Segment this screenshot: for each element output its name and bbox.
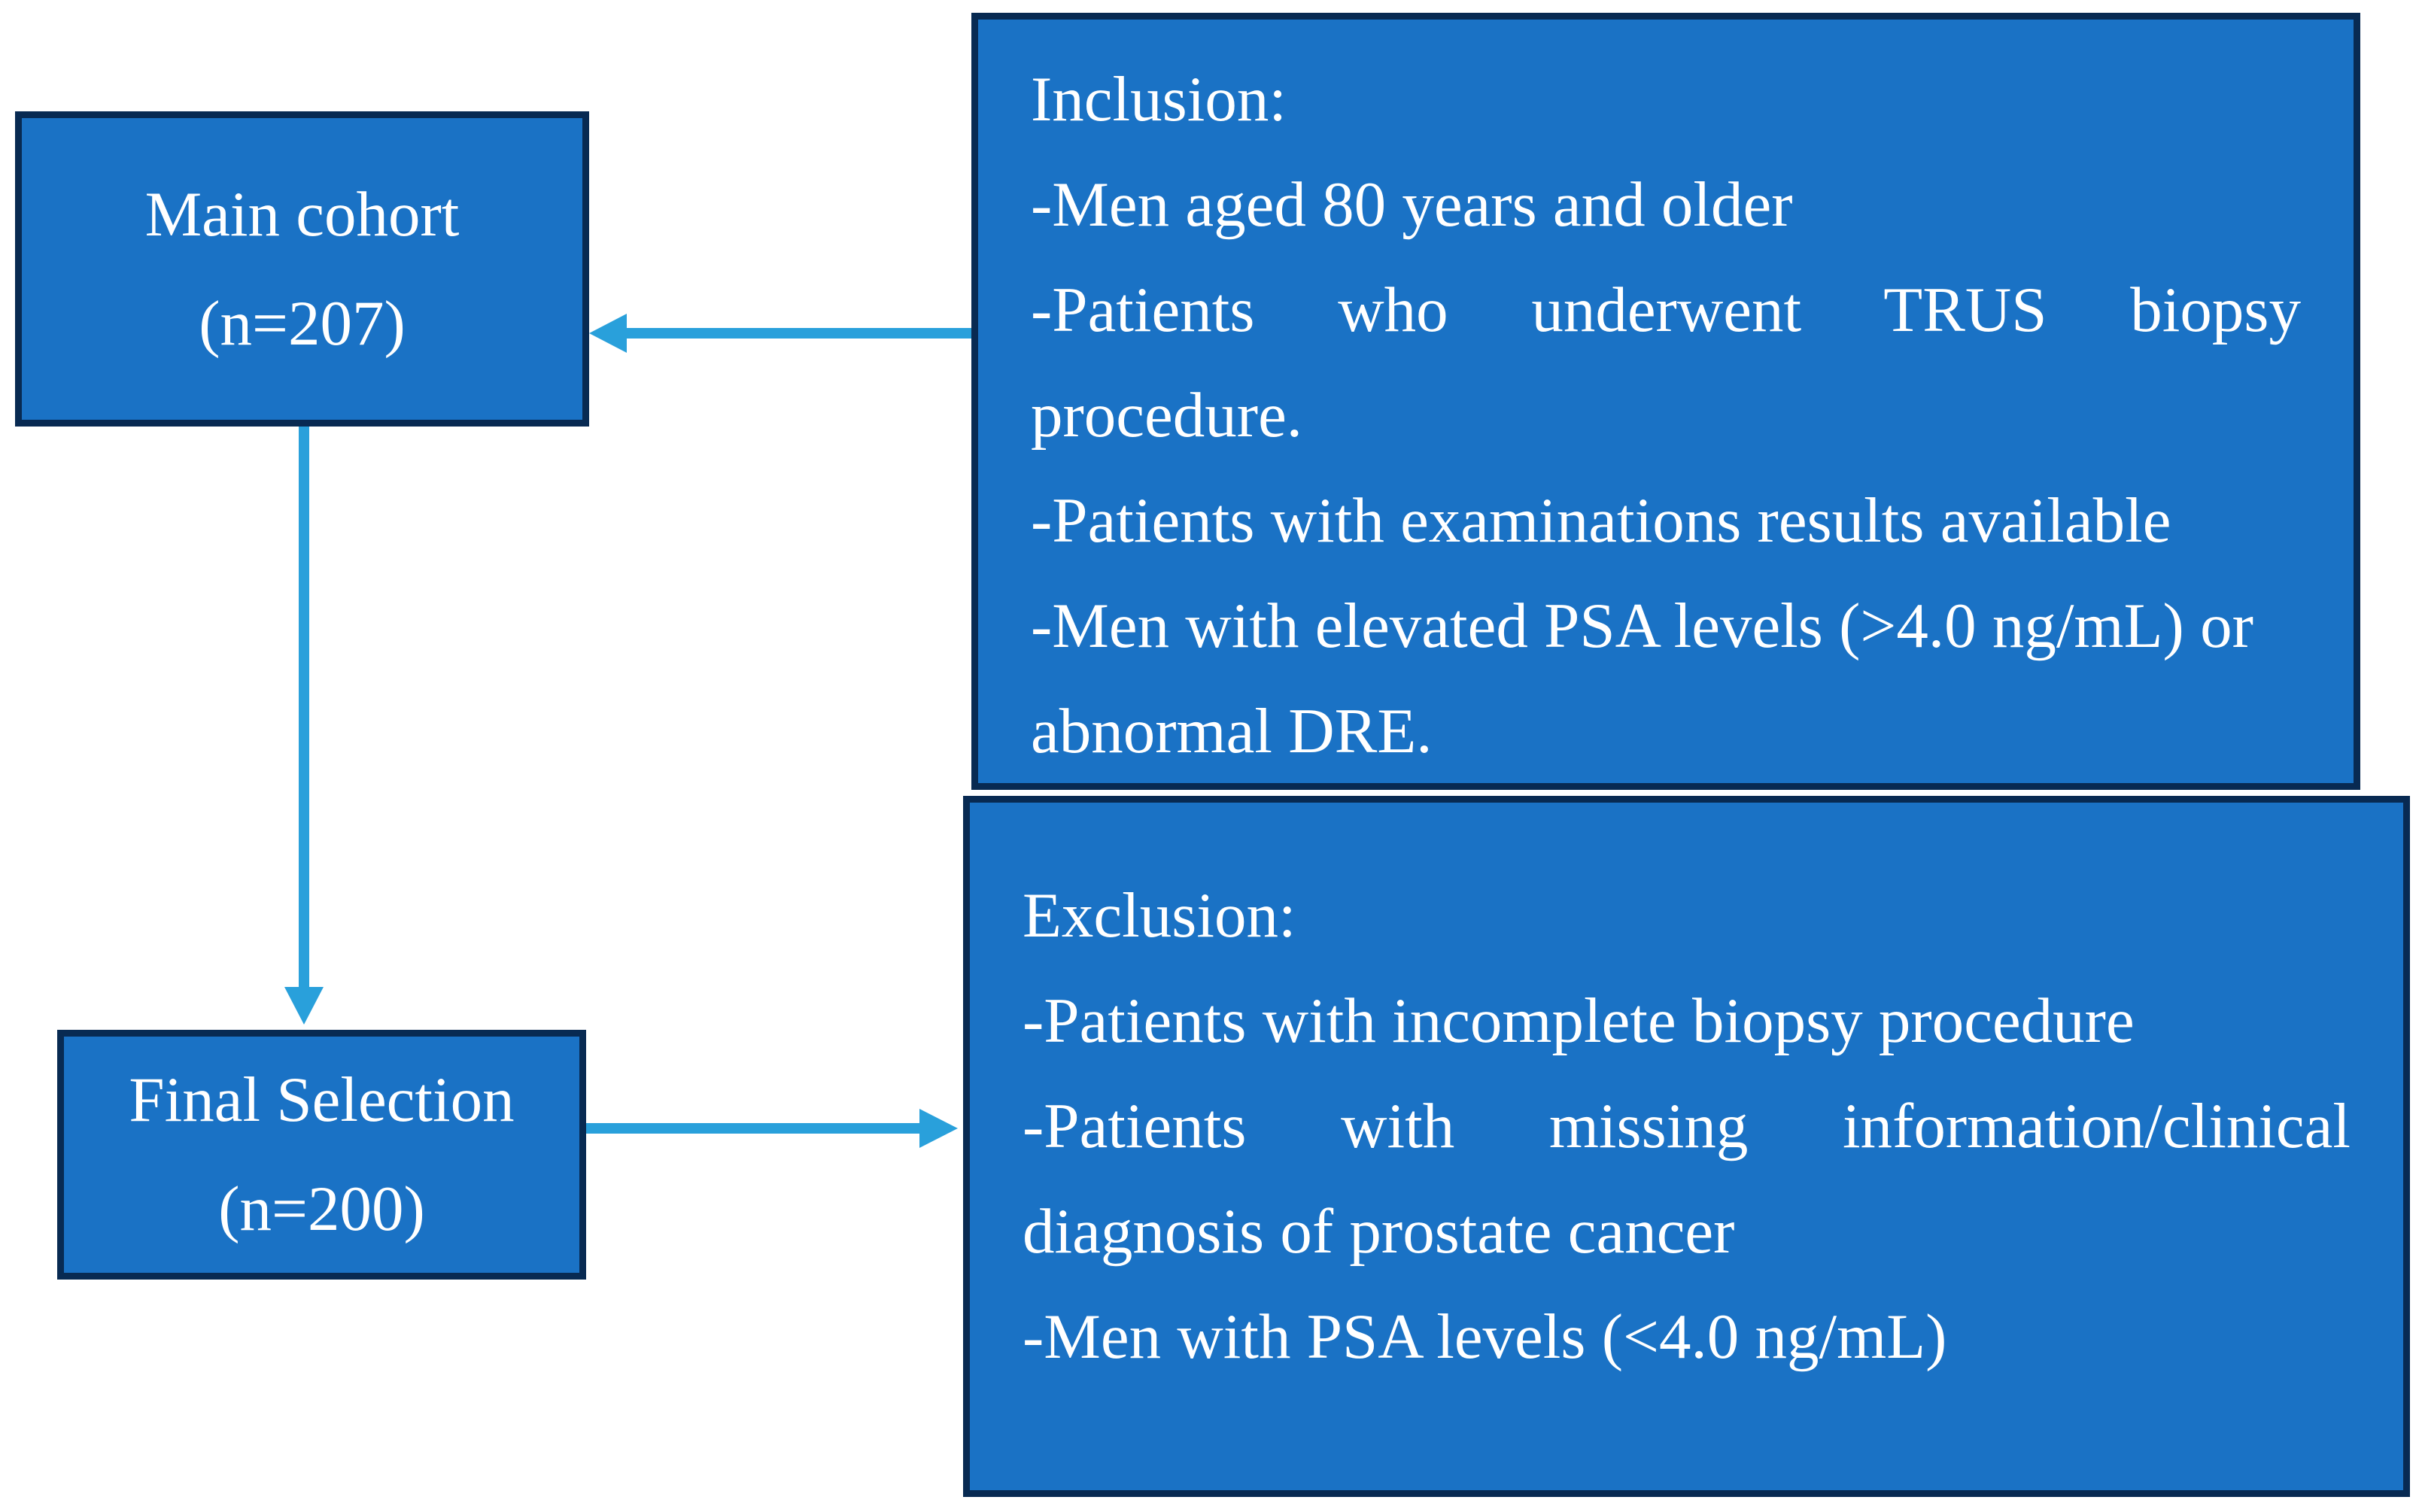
exclusion-line: -Patients with missing information/clini… — [1023, 1091, 2351, 1161]
arrow-inclusion-to-main-cohort — [589, 314, 971, 353]
exclusion-criteria-box: Exclusion: -Patients with incomplete bio… — [963, 796, 2410, 1497]
main-cohort-box: Main cohort (n=207) — [15, 111, 589, 427]
inclusion-line: -Men aged 80 years and older — [1031, 169, 1793, 240]
final-selection-label: Final Selection — [129, 1064, 515, 1135]
inclusion-line: abnormal DRE. — [1031, 696, 1433, 767]
arrow-main-cohort-to-final-selection — [284, 427, 324, 1025]
final-selection-count: (n=200) — [218, 1173, 425, 1244]
main-cohort-count: (n=207) — [199, 287, 406, 359]
exclusion-title: Exclusion: — [1023, 880, 1296, 951]
inclusion-line: -Men with elevated PSA levels (>4.0 ng/m… — [1031, 591, 2253, 661]
inclusion-line: procedure. — [1031, 380, 1303, 451]
exclusion-line: diagnosis of prostate cancer — [1023, 1196, 1735, 1267]
exclusion-line: -Patients with incomplete biopsy procedu… — [1023, 985, 2135, 1056]
inclusion-line: -Patients who underwent TRUS biopsy — [1031, 275, 2301, 345]
final-selection-box: Final Selection (n=200) — [57, 1030, 586, 1280]
inclusion-line: -Patients with examinations results avai… — [1031, 485, 2171, 556]
inclusion-criteria-box: Inclusion: -Men aged 80 years and older … — [971, 13, 2360, 790]
inclusion-title: Inclusion: — [1031, 64, 1287, 135]
main-cohort-label: Main cohort — [144, 178, 460, 250]
exclusion-line: -Men with PSA levels (<4.0 ng/mL) — [1023, 1301, 1947, 1372]
arrow-final-selection-to-exclusion — [586, 1109, 958, 1148]
